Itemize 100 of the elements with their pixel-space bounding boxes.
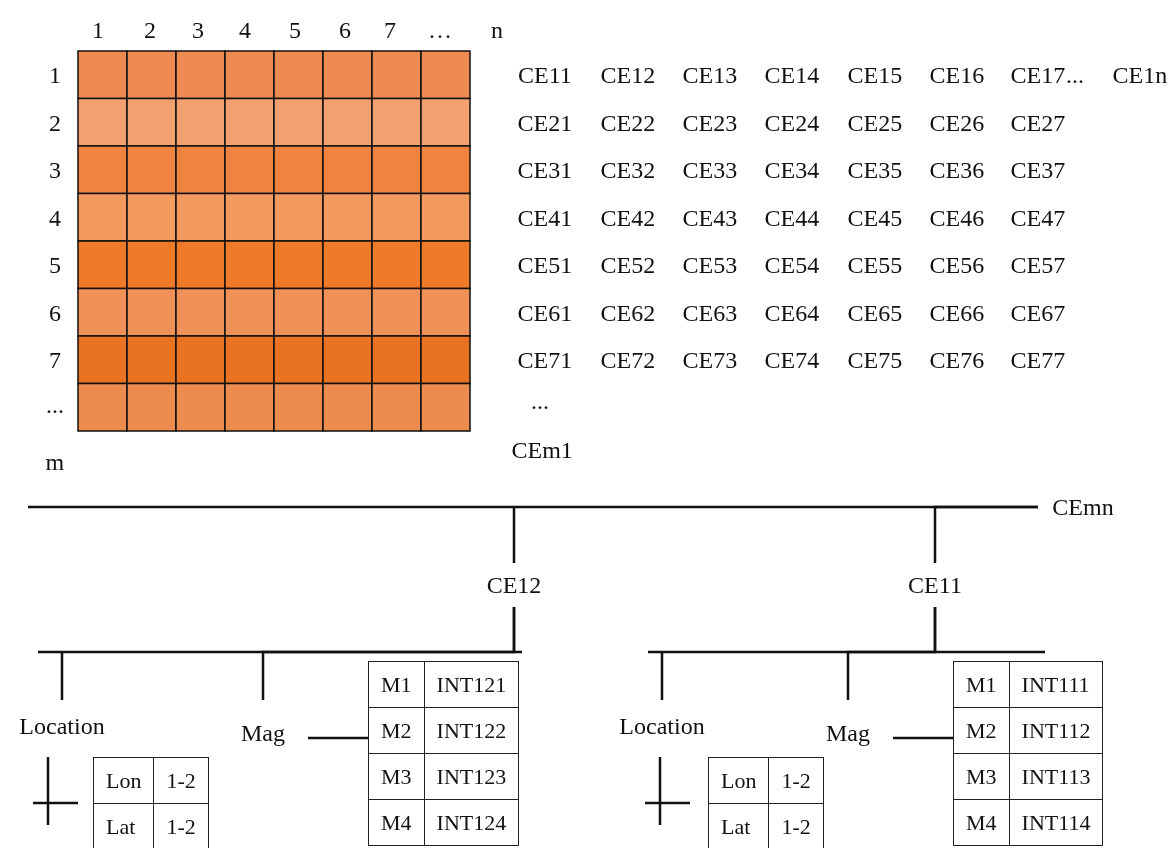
column-number: 2 — [144, 18, 156, 42]
element-code: CE71 — [517, 348, 573, 372]
element-code: CE12 — [600, 63, 656, 87]
table-cell: INT124 — [424, 799, 519, 846]
row-number: 5 — [49, 253, 61, 277]
table-cell: Lat — [708, 803, 769, 848]
element-code: CE64 — [764, 301, 820, 325]
element-code: CE22 — [600, 111, 656, 135]
element-code: CE47 — [1010, 206, 1066, 230]
element-code: CE16 — [929, 63, 985, 87]
row-number: 6 — [49, 301, 61, 325]
node-label: CEmn — [1052, 493, 1114, 521]
table-cell: INT112 — [1009, 707, 1103, 754]
table-cell: M3 — [368, 753, 425, 800]
element-code: CE67 — [1010, 301, 1066, 325]
table-cell: M2 — [953, 707, 1010, 754]
element-code: CE14 — [764, 63, 820, 87]
element-code: CE54 — [764, 253, 820, 277]
table-cell: M1 — [368, 661, 425, 708]
table-cell: M4 — [953, 799, 1010, 846]
table-cell: M2 — [368, 707, 425, 754]
element-code: CE55 — [847, 253, 903, 277]
column-number: 5 — [289, 18, 301, 42]
ellipsis: ... — [1066, 63, 1084, 87]
node-label: Location — [19, 712, 105, 740]
element-code: CE32 — [600, 158, 656, 182]
ellipsis: ... — [531, 389, 549, 413]
element-code: CE56 — [929, 253, 985, 277]
node-label: Location — [619, 712, 705, 740]
element-code: CE35 — [847, 158, 903, 182]
element-code: CE13 — [682, 63, 738, 87]
element-code: CE45 — [847, 206, 903, 230]
element-code: CE26 — [929, 111, 985, 135]
node-label: CE11 — [908, 571, 962, 599]
table-cell: M3 — [953, 753, 1010, 800]
node-label: CE12 — [486, 571, 542, 599]
element-code: CE31 — [517, 158, 573, 182]
element-code: CE21 — [517, 111, 573, 135]
table-cell: M1 — [953, 661, 1010, 708]
table-cell: INT113 — [1009, 753, 1103, 800]
element-code: CE62 — [600, 301, 656, 325]
table-cell: Lon — [93, 757, 154, 804]
table-cell: INT121 — [424, 661, 519, 708]
column-number: 7 — [384, 18, 396, 42]
row-number: m — [45, 450, 65, 474]
element-code: CE57 — [1010, 253, 1066, 277]
element-code: CE75 — [847, 348, 903, 372]
element-code: CE11 — [518, 63, 572, 87]
table-cell: Lat — [93, 803, 154, 848]
element-code: CE65 — [847, 301, 903, 325]
element-code: CE23 — [682, 111, 738, 135]
element-code: CE73 — [682, 348, 738, 372]
connector-line — [261, 607, 516, 700]
row-number: 2 — [49, 111, 61, 135]
connector-line — [846, 607, 937, 700]
element-code: CE51 — [517, 253, 573, 277]
table-cell: 1-2 — [768, 757, 824, 804]
element-code: CE53 — [682, 253, 738, 277]
element-code: CE66 — [929, 301, 985, 325]
element-code: CE42 — [600, 206, 656, 230]
element-code: CE24 — [764, 111, 820, 135]
element-code: CE36 — [929, 158, 985, 182]
element-code: CE33 — [682, 158, 738, 182]
table-cell: INT122 — [424, 707, 519, 754]
column-number: … — [428, 18, 452, 42]
connector-line — [308, 736, 368, 740]
table-cell: INT123 — [424, 753, 519, 800]
element-code: CE76 — [929, 348, 985, 372]
element-code: CE17 — [1010, 63, 1066, 87]
table-cell: INT111 — [1009, 661, 1103, 708]
element-code: CE61 — [517, 301, 573, 325]
table-cell: 1-2 — [153, 757, 209, 804]
element-code: CE37 — [1010, 158, 1066, 182]
element-code: CE27 — [1010, 111, 1066, 135]
element-code: CE77 — [1010, 348, 1066, 372]
table-cell: INT114 — [1009, 799, 1103, 846]
element-code: CE52 — [600, 253, 656, 277]
node-label: Mag — [826, 719, 870, 747]
column-number: n — [491, 18, 503, 42]
connector-line — [933, 505, 1038, 563]
element-code: CE41 — [517, 206, 573, 230]
element-code: CE74 — [764, 348, 820, 372]
column-number: 1 — [92, 18, 104, 42]
element-code: CE43 — [682, 206, 738, 230]
element-code: CEm1 — [511, 438, 573, 462]
element-code: CE72 — [600, 348, 656, 372]
row-number: 3 — [49, 158, 61, 182]
node-label: Mag — [241, 719, 285, 747]
row-number: 7 — [49, 348, 61, 372]
row-number: ... — [46, 393, 64, 417]
element-code: CE44 — [764, 206, 820, 230]
column-number: 6 — [339, 18, 351, 42]
connector-line — [893, 736, 953, 740]
table-cell: M4 — [368, 799, 425, 846]
row-number: 4 — [49, 206, 61, 230]
element-code: CE25 — [847, 111, 903, 135]
row-number: 1 — [49, 63, 61, 87]
column-number: 3 — [192, 18, 204, 42]
table-cell: Lon — [708, 757, 769, 804]
element-code: CE1n — [1112, 63, 1168, 87]
